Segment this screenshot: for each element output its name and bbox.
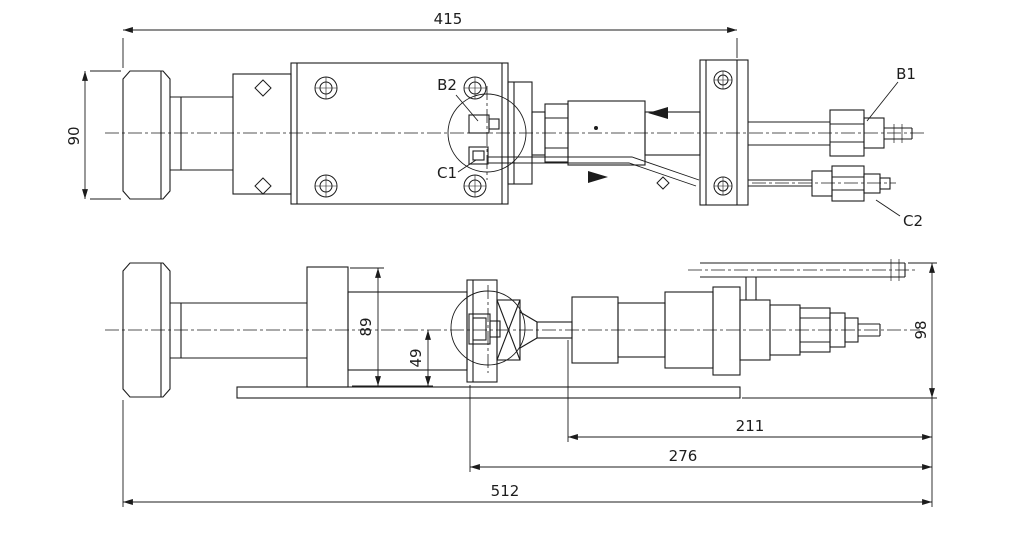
leader-c2 (875, 199, 901, 217)
side-view (122, 259, 906, 399)
port-label-c1: C1 (437, 164, 457, 182)
mounting-bracket-side (306, 266, 349, 388)
dim-90-label: 90 (65, 126, 83, 145)
dim-89-label: 89 (357, 317, 375, 336)
detail-circle-top (447, 93, 527, 173)
port-label-b2: B2 (437, 76, 457, 94)
top-tube-side (700, 259, 906, 300)
dimension-415 (122, 27, 738, 68)
dimensions (82, 27, 937, 507)
piston-rod-side (170, 302, 307, 359)
detail-circle-side (450, 290, 526, 366)
dim-211-label: 211 (736, 417, 765, 435)
flow-arrow-left (648, 107, 668, 119)
port-label-b1: B1 (896, 65, 916, 83)
rod-end-cap-side (122, 262, 171, 398)
port-fitting-side (468, 313, 501, 345)
right-fitting-assembly-side (739, 299, 881, 361)
rod-end-cap-top (122, 70, 171, 200)
b1-fitting-assembly (748, 109, 913, 157)
dim-415-label: 415 (434, 10, 463, 28)
dimension-276 (469, 385, 932, 472)
dimension-labels: 415 90 89 49 98 211 276 512 B2 C1 B1 C2 (65, 10, 930, 500)
socket-screw-top-3 (656, 176, 670, 190)
dimension-89 (350, 267, 433, 387)
leader-lines-top (455, 81, 901, 217)
base-plate-side (236, 386, 741, 399)
port-b2-fitting (468, 114, 500, 134)
socket-screw-top-1 (254, 79, 272, 97)
end-block-top (699, 59, 749, 206)
piston-rod-top (170, 96, 233, 171)
port-c1-fitting (468, 146, 489, 165)
leader-b1 (866, 81, 899, 122)
leader-b2 (455, 94, 479, 122)
tube-c1-c2 (488, 156, 812, 187)
flow-arrow-right (588, 171, 608, 183)
end-plate-side (712, 286, 741, 376)
dimension-98 (742, 262, 937, 507)
dim-276-label: 276 (669, 447, 698, 465)
c2-fitting-assembly (811, 165, 891, 202)
dim-49-label: 49 (407, 348, 425, 367)
bolt-holes-top (254, 76, 670, 198)
cylinder-tube-top (232, 73, 292, 195)
socket-screw-top-2 (254, 177, 272, 195)
leader-c1 (457, 159, 477, 173)
top-view (122, 59, 913, 217)
center-lines (105, 86, 925, 373)
dim-98-label: 98 (912, 320, 930, 339)
port-label-c2: C2 (903, 212, 923, 230)
dim-512-label: 512 (491, 482, 520, 500)
dimension-512 (122, 400, 932, 507)
dimension-90 (82, 70, 121, 200)
dimension-211 (567, 340, 932, 442)
